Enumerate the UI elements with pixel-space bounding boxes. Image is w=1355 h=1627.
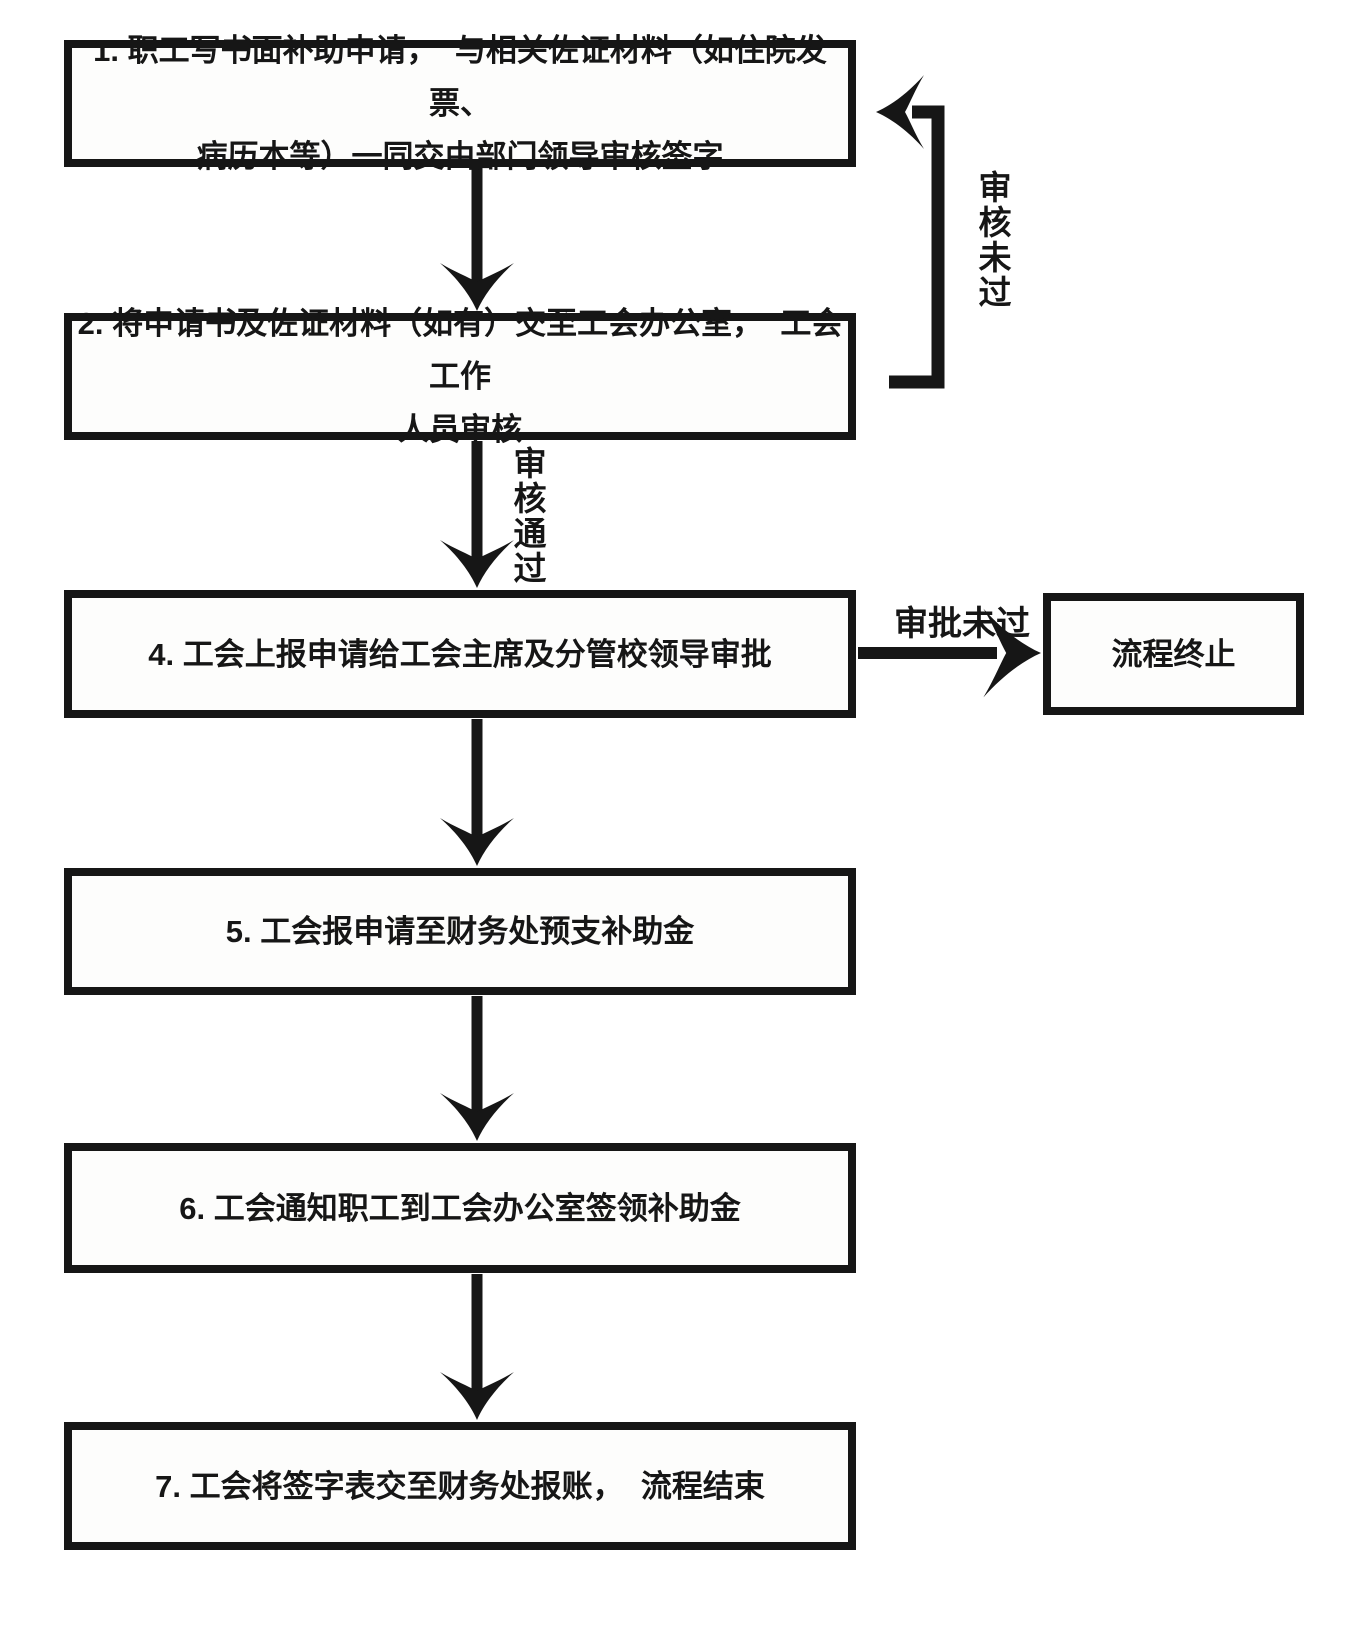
step5-box: 5. 工会报申请至财务处预支补助金 bbox=[64, 868, 856, 995]
review-fail-label: 审核未过 bbox=[974, 170, 1011, 310]
step2-box: 2. 将申请书及佐证材料（如有）交至工会办公室， 工会工作 人员审核 bbox=[64, 306, 856, 447]
review-pass-label: 审核通过 bbox=[509, 446, 546, 586]
step7-label: 7. 工会将签字表交至财务处报账， 流程结束 bbox=[155, 1468, 765, 1504]
step2-line-1: 2. 将申请书及佐证材料（如有）交至工会办公室， 工会工作 bbox=[77, 306, 843, 394]
step5-label: 5. 工会报申请至财务处预支补助金 bbox=[225, 914, 695, 949]
terminate-box: 流程终止 bbox=[1043, 593, 1304, 715]
terminate-label: 流程终止 bbox=[1111, 636, 1236, 672]
step4-label: 4. 工会上报申请给工会主席及分管校领导审批 bbox=[148, 636, 772, 672]
step4-box: 4. 工会上报申请给工会主席及分管校领导审批 bbox=[64, 590, 856, 718]
step2-line-2: 人员审核 bbox=[398, 412, 522, 447]
step1-box: 1. 职工写书面补助申请， 与相关佐证材料（如住院发票、 病历本等）一同交由部门… bbox=[64, 33, 856, 174]
step6-box: 6. 工会通知职工到工会办公室签领补助金 bbox=[64, 1143, 856, 1273]
step7-box: 7. 工会将签字表交至财务处报账， 流程结束 bbox=[64, 1422, 856, 1550]
step1-line-2: 病历本等）一同交由部门领导审核签字 bbox=[196, 139, 724, 174]
loop-review-fail-line bbox=[889, 105, 945, 389]
step1-line-1: 1. 职工写书面补助申请， 与相关佐证材料（如住院发票、 bbox=[93, 33, 827, 121]
step6-label: 6. 工会通知职工到工会办公室签领补助金 bbox=[179, 1190, 741, 1226]
approval-fail-label: 审批未过 bbox=[894, 605, 1030, 643]
